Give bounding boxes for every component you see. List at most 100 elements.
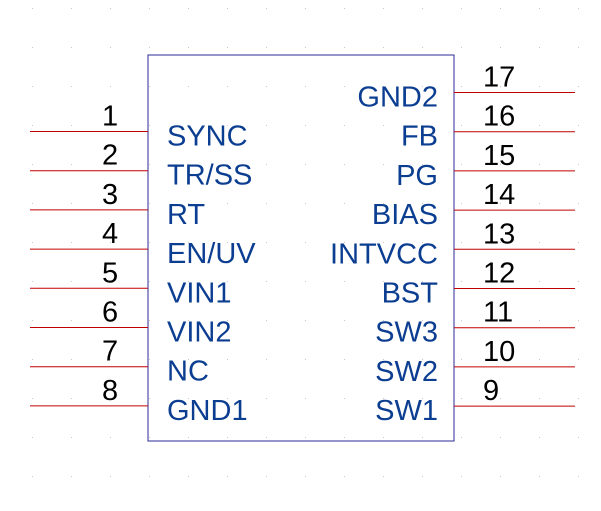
pin-number: 13	[483, 218, 515, 250]
grid-dot	[71, 437, 72, 438]
grid-dot	[305, 320, 306, 321]
pin-name: INTVCC	[330, 238, 438, 270]
grid-dot	[305, 86, 306, 87]
grid-dot	[383, 398, 384, 399]
grid-dot	[110, 125, 111, 126]
grid-dot	[383, 164, 384, 165]
grid-dot	[500, 86, 501, 87]
pin-name: GND2	[357, 82, 438, 114]
grid-dot	[461, 437, 462, 438]
grid-dot	[110, 164, 111, 165]
grid-dot	[383, 281, 384, 282]
grid-dot	[227, 86, 228, 87]
grid-dot	[227, 476, 228, 477]
grid-dot	[500, 203, 501, 204]
grid-dot	[149, 164, 150, 165]
pin-number: 4	[102, 218, 118, 250]
grid-dot	[461, 164, 462, 165]
grid-dot	[344, 398, 345, 399]
grid-dot	[305, 164, 306, 165]
grid-dot	[578, 203, 579, 204]
grid-dot	[539, 125, 540, 126]
grid-dot	[149, 203, 150, 204]
grid-dot	[71, 47, 72, 48]
grid-dot	[227, 437, 228, 438]
grid-dot	[188, 203, 189, 204]
grid-dot	[305, 47, 306, 48]
grid-dot	[110, 281, 111, 282]
grid-dot	[71, 125, 72, 126]
grid-dot	[539, 242, 540, 243]
pin-name: VIN2	[167, 317, 231, 349]
grid-dot	[500, 8, 501, 9]
grid-dot	[539, 86, 540, 87]
pin-name: SYNC	[167, 121, 248, 153]
grid-dot	[305, 398, 306, 399]
grid-dot	[422, 125, 423, 126]
grid-dot	[266, 398, 267, 399]
grid-dot	[344, 320, 345, 321]
grid-dot	[71, 203, 72, 204]
pin-number: 5	[102, 257, 118, 289]
pin-name: SW2	[375, 356, 438, 388]
grid-dot	[500, 281, 501, 282]
grid-dot	[578, 8, 579, 9]
grid-dot	[32, 47, 33, 48]
grid-dot	[422, 242, 423, 243]
grid-dot	[578, 47, 579, 48]
grid-dot	[422, 398, 423, 399]
grid-dot	[110, 320, 111, 321]
grid-dot	[149, 242, 150, 243]
pin-number: 11	[483, 297, 513, 329]
grid-dot	[383, 47, 384, 48]
grid-dot	[422, 8, 423, 9]
grid-dot	[422, 86, 423, 87]
grid-dot	[32, 437, 33, 438]
pin-number: 3	[102, 179, 118, 211]
grid-dot	[227, 398, 228, 399]
grid-dot	[227, 8, 228, 9]
grid-dot	[344, 359, 345, 360]
grid-dot	[383, 203, 384, 204]
pin-number: 1	[102, 101, 118, 133]
grid-dot	[578, 437, 579, 438]
grid-dot	[344, 203, 345, 204]
pin-name: NC	[167, 356, 209, 388]
grid-dot	[32, 8, 33, 9]
grid-dot	[149, 8, 150, 9]
grid-dot	[383, 437, 384, 438]
pin-number: 8	[102, 375, 118, 407]
grid-dot	[461, 125, 462, 126]
grid-dot	[383, 8, 384, 9]
grid-dot	[539, 320, 540, 321]
grid-dot	[422, 476, 423, 477]
grid-dot	[344, 47, 345, 48]
grid-dot	[110, 242, 111, 243]
grid-dot	[149, 398, 150, 399]
grid-dot	[305, 281, 306, 282]
grid-dot	[149, 476, 150, 477]
grid-dot	[188, 125, 189, 126]
grid-dot	[71, 359, 72, 360]
grid-dot	[461, 86, 462, 87]
grid-dot	[71, 242, 72, 243]
pin-name: FB	[401, 121, 438, 153]
grid-dot	[32, 125, 33, 126]
grid-dot	[383, 320, 384, 321]
grid-dot	[500, 125, 501, 126]
grid-dot	[71, 398, 72, 399]
grid-dot	[539, 476, 540, 477]
grid-dot	[539, 281, 540, 282]
grid-dot	[539, 8, 540, 9]
grid-dot	[461, 320, 462, 321]
grid-dot	[188, 476, 189, 477]
grid-dot	[539, 47, 540, 48]
grid-dot	[500, 320, 501, 321]
